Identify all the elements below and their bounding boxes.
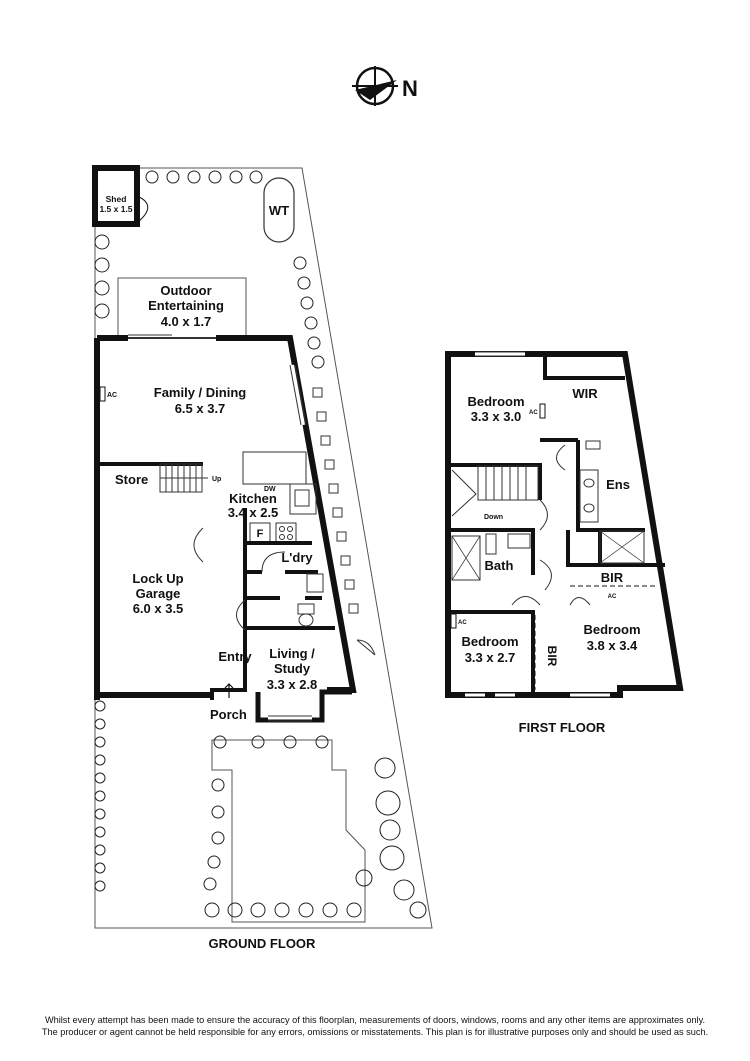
dw-label: DW — [264, 486, 276, 493]
bir-vertical-label: BIR — [545, 646, 559, 667]
house-outer-wall — [94, 335, 357, 700]
paving-stones — [312, 387, 359, 614]
site-boundary — [94, 167, 433, 929]
side-gate — [356, 639, 376, 656]
shrubs — [94, 170, 427, 919]
bath-toilet-icon — [485, 533, 497, 555]
bedroom1-ac-unit — [539, 403, 546, 419]
outdoor-name-1: Outdoor — [160, 283, 211, 298]
toilet-icon — [297, 603, 315, 615]
laundry-door — [261, 551, 286, 573]
family-name: Family / Dining — [154, 385, 247, 400]
outdoor-name-2: Entertaining — [148, 298, 224, 313]
bedroom1-ac-label: AC — [529, 410, 538, 416]
living-bay-wall — [255, 689, 352, 723]
family-ac-label: AC — [107, 392, 117, 399]
garage-name-1: Lock Up — [132, 571, 183, 586]
laundry-tub — [306, 573, 324, 593]
kitchen-bench — [289, 483, 317, 515]
bedroom1-name: Bedroom — [467, 394, 524, 409]
garage-name-2: Garage — [136, 586, 181, 601]
garden-bed — [211, 739, 366, 923]
disclaimer-line-1: Whilst every attempt has been made to en… — [44, 1015, 706, 1025]
bath-vanity — [507, 533, 531, 549]
bir-ac-label: AC — [608, 594, 617, 600]
living-size: 3.3 x 2.8 — [267, 677, 318, 692]
bath-label: Bath — [485, 558, 514, 573]
compass: N — [352, 66, 418, 106]
first-floor-outer-wall — [445, 351, 684, 698]
ground-floor: Shed 1.5 x 1.5 WT Outdoor Entertaining 4… — [92, 165, 433, 951]
bedroom1-size: 3.3 x 3.0 — [471, 409, 522, 424]
store-label: Store — [115, 472, 148, 487]
family-size: 6.5 x 3.7 — [175, 401, 226, 416]
bedroom2-name: Bedroom — [461, 634, 518, 649]
bedroom3-size: 3.8 x 3.4 — [587, 638, 638, 653]
kitchen-name: Kitchen — [229, 491, 277, 506]
bedroom3-name: Bedroom — [583, 622, 640, 637]
ensuite-toilet-icon — [585, 440, 601, 450]
garage-size: 6.0 x 3.5 — [133, 601, 184, 616]
water-tank-label: WT — [269, 203, 289, 218]
shed-size: 1.5 x 1.5 — [99, 204, 132, 214]
stairs-first — [451, 465, 539, 517]
bath-shower — [451, 535, 481, 581]
up-label: Up — [212, 476, 221, 483]
bedroom2-size: 3.3 x 2.7 — [465, 650, 516, 665]
cooktop-icon — [275, 522, 297, 543]
laundry-walls — [245, 541, 335, 630]
laundry-label: L'dry — [281, 550, 313, 565]
bedroom2-ac-unit — [450, 613, 457, 629]
first-floor: Down Bedroom 3.3 x 3.0 AC WIR Ens Bath — [445, 351, 684, 735]
porch-arrow-icon — [224, 683, 234, 698]
fridge-label: F — [257, 528, 264, 540]
disclaimer-line-2: The producer or agent cannot be held res… — [41, 1027, 709, 1037]
down-label: Down — [484, 514, 503, 521]
water-tank — [263, 177, 295, 243]
first-floor-doors — [511, 444, 591, 606]
shed-name: Shed — [106, 194, 127, 204]
garage-door — [193, 527, 204, 563]
bir-top-label: BIR — [601, 570, 624, 585]
stairs-ground — [159, 463, 208, 493]
ensuite-vanity — [579, 469, 599, 523]
living-name-2: Study — [274, 661, 311, 676]
compass-label: N — [402, 76, 418, 101]
porch-label: Porch — [210, 707, 247, 722]
ac-unit — [99, 386, 106, 402]
kitchen-size: 3.4 x 2.5 — [228, 505, 279, 520]
ground-floor-title: GROUND FLOOR — [209, 936, 316, 951]
living-name-1: Living / — [269, 646, 315, 661]
outdoor-size: 4.0 x 1.7 — [161, 314, 212, 329]
first-floor-title: FIRST FLOOR — [519, 720, 606, 735]
wir-label: WIR — [572, 386, 598, 401]
entry-label: Entry — [218, 649, 252, 664]
ensuite-shower — [599, 530, 645, 564]
entry-door — [236, 599, 246, 631]
sink-icon — [294, 489, 310, 507]
ens-label: Ens — [606, 477, 630, 492]
disclaimer: Whilst every attempt has been made to en… — [20, 1014, 730, 1038]
shed-door — [136, 195, 149, 223]
bedroom2-ac-label: AC — [458, 620, 467, 626]
side-window — [290, 364, 305, 426]
kitchen-island — [242, 451, 307, 485]
